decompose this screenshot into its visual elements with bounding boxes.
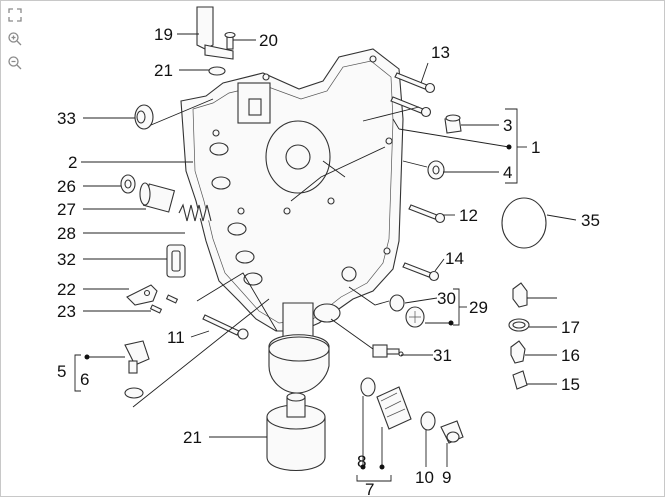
callout-15: 15 — [561, 375, 580, 394]
part-13-bolts — [390, 72, 436, 118]
part-17-hose-clamp — [508, 318, 530, 332]
callout-7: 7 — [365, 480, 374, 496]
zoom-out-icon — [8, 56, 22, 70]
part-27-piston — [139, 182, 176, 213]
part-10-o-ring — [420, 411, 436, 431]
part-20-o-ring — [208, 66, 226, 76]
callout-28: 28 — [57, 224, 76, 243]
callout-labels: 19 20 21 33 2 26 27 28 32 22 23 11 5 6 2… — [57, 25, 600, 496]
callout-22: 22 — [57, 280, 76, 299]
callout-10: 10 — [415, 468, 434, 487]
callout-27: 27 — [57, 200, 76, 219]
part-18-elbow-pipe — [196, 6, 234, 60]
part-3-cap — [444, 114, 462, 134]
callout-11: 11 — [167, 328, 185, 347]
part-32-gasket — [166, 244, 186, 278]
callout-5: 5 — [57, 362, 66, 381]
callout-30: 30 — [437, 289, 456, 308]
callout-14: 14 — [445, 249, 464, 268]
part-11-bolt — [202, 314, 249, 340]
part-12-bolt — [408, 204, 446, 224]
part-29-plug — [405, 306, 425, 328]
part-26-seal — [120, 174, 136, 194]
part-4-seal — [427, 160, 445, 180]
callout-13: 13 — [431, 43, 450, 62]
part-23-screws — [149, 294, 179, 314]
part-22-bracket — [126, 284, 158, 306]
callout-21: 21 — [183, 428, 202, 447]
callout-9: 9 — [442, 468, 451, 487]
part-19-screw — [224, 31, 236, 50]
callout-20: 21 — [154, 61, 173, 80]
fit-to-window-button[interactable] — [7, 7, 23, 23]
callout-33: 33 — [57, 109, 76, 128]
callout-8: 8 — [357, 452, 366, 471]
callout-19: 20 — [259, 31, 278, 50]
callout-4: 4 — [503, 163, 512, 182]
part-28-spring — [178, 203, 212, 222]
part-21-oil-filter — [266, 392, 326, 472]
part-34-gasket-ring — [501, 197, 547, 249]
zoom-in-icon — [8, 32, 22, 46]
cover-housing — [180, 48, 404, 394]
callout-18: 19 — [154, 25, 173, 44]
bracket-dots — [84, 144, 512, 470]
callout-26: 26 — [57, 177, 76, 196]
callout-29: 29 — [469, 298, 488, 317]
part-15-clip — [512, 370, 528, 390]
zoom-in-button[interactable] — [7, 31, 23, 47]
callout-2: 2 — [68, 153, 77, 172]
leader-lines — [74, 33, 577, 482]
callout-12: 12 — [459, 206, 478, 225]
fit-to-window-icon — [8, 8, 22, 22]
part-5-drain-plug — [124, 340, 150, 374]
part-9-drain-plug — [440, 420, 464, 444]
part-6-o-ring — [124, 387, 144, 399]
part-33-seal — [134, 104, 154, 130]
part-35-clip — [512, 282, 528, 308]
part-8-o-ring — [360, 377, 376, 397]
callout-23: 23 — [57, 302, 76, 321]
part-7-strainer — [376, 386, 412, 430]
part-31-sensor — [372, 344, 404, 358]
callout-1: 1 — [531, 138, 540, 157]
callout-3: 3 — [503, 116, 512, 135]
part-16-clip — [510, 340, 526, 364]
callout-16: 16 — [561, 346, 580, 365]
part-30-washer — [389, 294, 405, 312]
callout-34: 35 — [581, 211, 600, 230]
zoom-out-button[interactable] — [7, 55, 23, 71]
callout-31: 31 — [433, 346, 452, 365]
callout-32: 32 — [57, 250, 76, 269]
callout-6: 6 — [80, 370, 89, 389]
callout-17: 17 — [561, 318, 580, 337]
part-14-bolt — [402, 262, 440, 282]
